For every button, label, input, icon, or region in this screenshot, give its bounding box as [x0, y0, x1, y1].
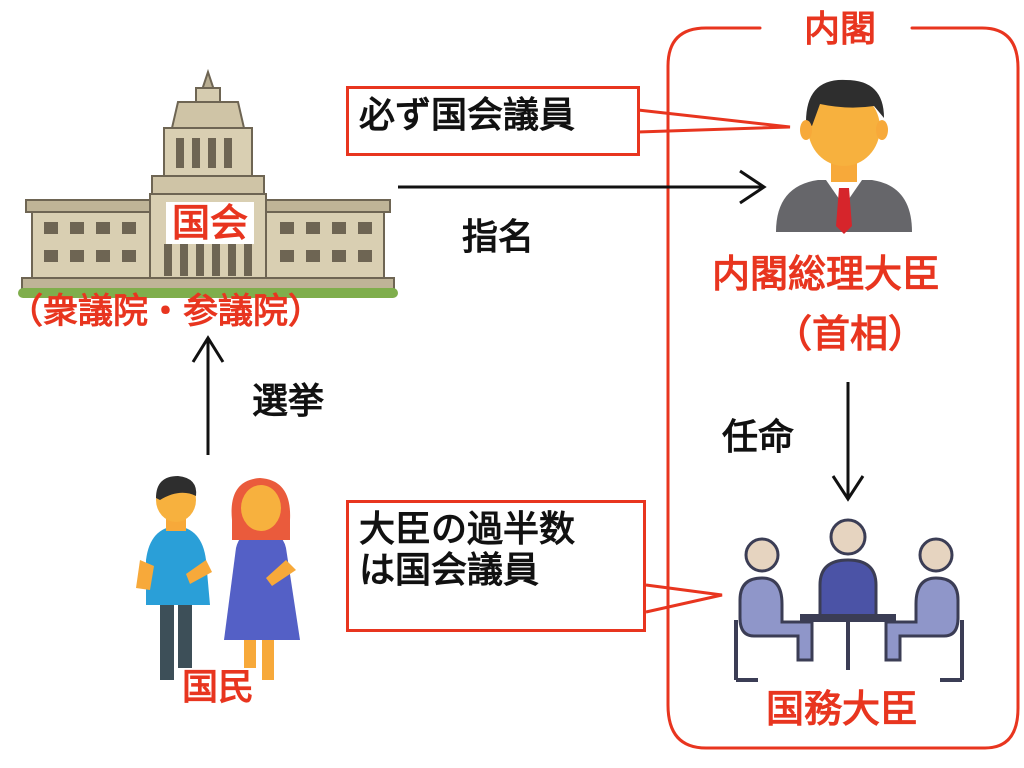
nominate-arrowhead — [739, 169, 767, 205]
pm-callout-connector — [637, 108, 791, 134]
pm-requirement-text: 必ず国会議員 — [359, 95, 576, 136]
diet-houses-label: （衆議院・参議院） — [8, 292, 324, 332]
minister-requirement-callout: 大臣の過半数 は国会議員 — [346, 500, 646, 632]
diet-label: 国会 — [166, 202, 255, 244]
cabinet-frame — [666, 26, 1020, 750]
elect-arrowhead — [191, 335, 225, 363]
citizens-label: 国民 — [176, 668, 261, 708]
elect-label: 選挙 — [252, 381, 325, 422]
pm-requirement-callout: 必ず国会議員 — [346, 86, 640, 156]
minister-callout-connector — [645, 583, 723, 614]
prime-minister-label: 内閣総理大臣 — [712, 252, 941, 296]
minister-requirement-line2: は国会議員 — [359, 550, 540, 592]
nominate-label: 指名 — [462, 217, 535, 258]
minister-requirement-line1: 大臣の過半数 — [359, 509, 576, 550]
prime-minister-subtitle: （首相） — [774, 312, 927, 356]
appoint-arrowhead — [831, 475, 865, 502]
cabinet-title: 内閣 — [800, 12, 881, 48]
appoint-label: 任命 — [722, 417, 795, 458]
ministers-label: 国務大臣 — [766, 687, 919, 731]
